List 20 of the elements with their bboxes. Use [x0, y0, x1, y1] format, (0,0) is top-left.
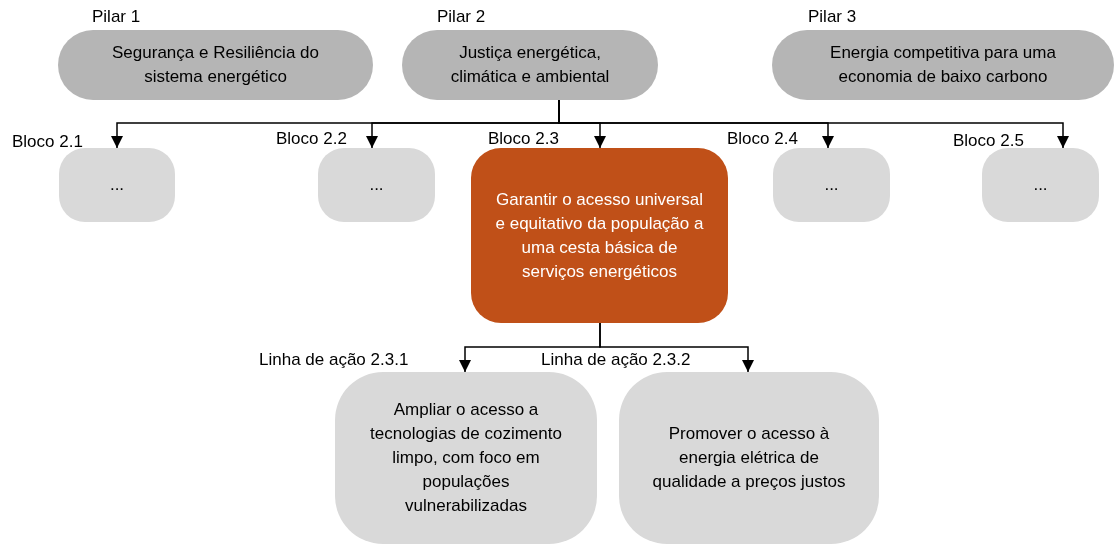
- heading-label: Linha de ação 2.3.1: [259, 350, 409, 370]
- pillar-box: Energia competitiva para uma economia de baixo carbono: [772, 30, 1114, 100]
- connector-arrow: [599, 322, 754, 373]
- heading-label: Linha de ação 2.3.2: [541, 350, 691, 370]
- heading-label: Bloco 2.2: [276, 129, 347, 149]
- process-box: ...: [773, 148, 890, 222]
- process-box: Promover o acesso à energia elétrica de qualidade a preços justos: [619, 372, 879, 544]
- heading-label: Pilar 1: [92, 7, 141, 27]
- process-box: Ampliar o acesso a tecnologias de cozimento limpo, com foco em populações vulnerabilizadas: [335, 372, 597, 544]
- process-box: ...: [59, 148, 175, 222]
- highlighted-process-box: Garantir o acesso universal e equitativo da população a uma cesta básica de serviços energéticos: [471, 148, 728, 323]
- heading-label: Bloco 2.4: [727, 129, 798, 149]
- heading-label: Pilar 2: [437, 7, 486, 27]
- process-box: ...: [982, 148, 1099, 222]
- heading-label: Bloco 2.5: [953, 131, 1024, 151]
- pillar-box: Justiça energética, climática e ambiental: [402, 30, 658, 100]
- pillar-box: Segurança e Resiliência do sistema energético: [58, 30, 373, 100]
- process-box: ...: [318, 148, 435, 222]
- heading-label: Pilar 3: [808, 7, 857, 27]
- heading-label: Bloco 2.3: [488, 129, 559, 149]
